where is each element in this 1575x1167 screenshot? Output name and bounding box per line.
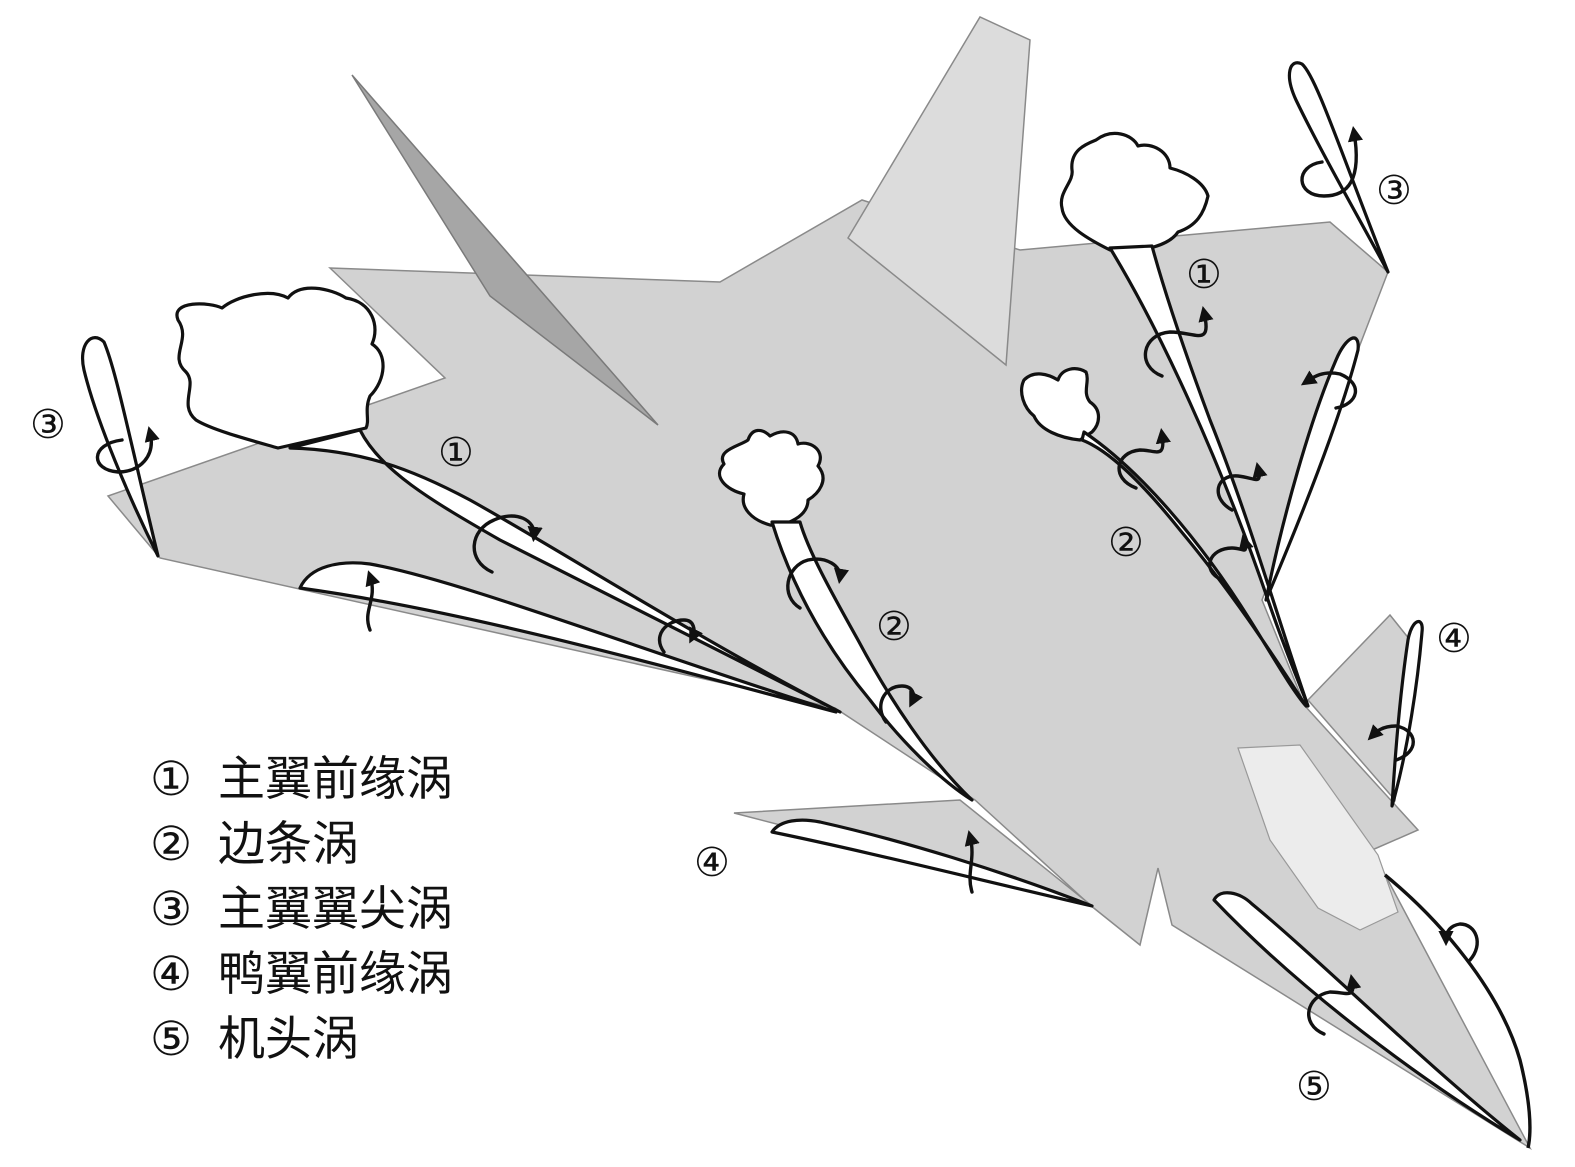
right-strake-vortex-burst (1020, 367, 1101, 442)
right-inner-vortex (1264, 336, 1360, 602)
nose-outline (1383, 873, 1532, 1149)
callouts: ① ① ② ② ③ ③ ④ ④ ⑤ (30, 168, 1472, 1110)
left-wing-lower-vortex (298, 561, 838, 714)
canopy (1237, 744, 1399, 931)
rotation-arrows (95, 125, 1479, 1036)
swirl-left-wing-1 (472, 514, 543, 574)
left-vertical-fin (351, 74, 659, 426)
callout-3-left: ③ (30, 402, 66, 448)
legend-number: ⑤ (150, 1012, 192, 1067)
swirl-right-inner (1300, 370, 1358, 410)
callout-4-left: ④ (694, 840, 730, 886)
callout-5: ⑤ (1296, 1064, 1332, 1110)
callout-4-right: ④ (1436, 616, 1472, 662)
legend: ① 主翼前缘涡 ② 边条涡 ③ 主翼翼尖涡 ④ 鸭翼前缘涡 ⑤ 机头涡 (150, 752, 453, 1067)
swirl-left-strake-2 (879, 684, 923, 724)
swirl-left-wing-2 (657, 618, 703, 654)
legend-item: ④ 鸭翼前缘涡 (150, 947, 453, 1002)
legend-item: ⑤ 机头涡 (150, 1012, 359, 1067)
nose-vortex (1212, 891, 1522, 1142)
callout-1-right: ① (1186, 252, 1222, 298)
legend-number: ① (150, 752, 192, 807)
legend-number: ③ (150, 882, 192, 937)
left-wingtip-vortex (81, 336, 160, 558)
left-wing-vortex-burst (175, 286, 385, 450)
left-strake-vortex-tube (770, 520, 974, 802)
legend-item: ③ 主翼翼尖涡 (150, 882, 453, 937)
swirl-right-strake-2 (1208, 534, 1254, 582)
callout-3-right: ③ (1376, 168, 1412, 214)
right-vertical-fin (847, 16, 1031, 367)
legend-number: ④ (150, 947, 192, 1002)
swirl-right-tip (1300, 125, 1364, 198)
legend-number: ② (150, 817, 192, 872)
right-wing-vortex-burst (1059, 131, 1210, 252)
callout-2-mid: ② (876, 604, 912, 650)
swirl-left-tip (95, 426, 160, 474)
swirl-right-wing-2 (1216, 462, 1268, 512)
swirl-left-lower (365, 570, 381, 632)
callout-2-right: ② (1108, 520, 1144, 566)
right-wingtip-vortex (1287, 61, 1390, 274)
swirl-nose-1 (1307, 973, 1362, 1036)
legend-item: ② 边条涡 (150, 817, 359, 872)
right-strake-vortex-tube (1080, 430, 1308, 708)
swirl-nose-2 (1438, 922, 1479, 962)
legend-label: 主翼前缘涡 (218, 752, 453, 807)
legend-label: 边条涡 (218, 817, 359, 872)
callout-1-left: ① (438, 430, 474, 476)
left-canard-vortex (770, 818, 1094, 908)
vortices (81, 61, 1532, 1149)
legend-label: 主翼翼尖涡 (218, 882, 453, 937)
swirl-left-strake-1 (786, 557, 850, 610)
swirl-right-wing-1 (1143, 306, 1214, 378)
aircraft-body (106, 16, 1532, 1151)
swirl-right-strake-1 (1117, 427, 1171, 490)
legend-label: 机头涡 (218, 1012, 359, 1067)
right-wing-vortex-tube (1108, 244, 1310, 708)
left-strake-vortex-burst (717, 428, 825, 528)
legend-label: 鸭翼前缘涡 (218, 947, 453, 1002)
legend-item: ① 主翼前缘涡 (150, 752, 453, 807)
swirl-left-canard (964, 830, 980, 894)
swirl-right-canard (1367, 724, 1415, 762)
